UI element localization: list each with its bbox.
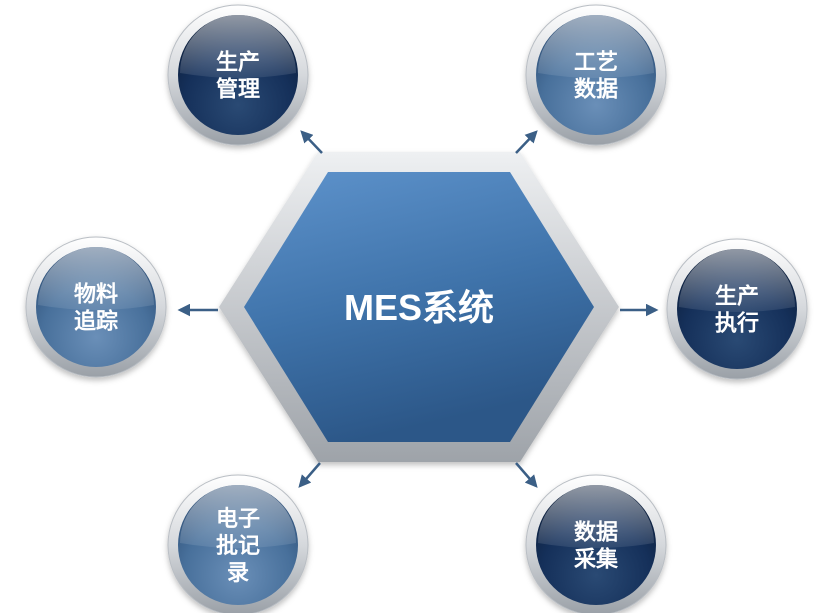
node-gloss xyxy=(180,485,296,548)
node-label-line: 执行 xyxy=(715,311,759,337)
node-gloss xyxy=(180,15,296,78)
node-label-line: 生产 xyxy=(715,285,759,310)
node-gloss xyxy=(679,249,795,312)
node-label-line: 管理 xyxy=(216,77,260,103)
center-label: MES系统 xyxy=(344,287,494,328)
node-label-line: 生产 xyxy=(216,51,260,76)
node-label-line: 数据 xyxy=(574,77,618,103)
node-gloss xyxy=(538,485,654,548)
node-gloss xyxy=(538,15,654,78)
node-label-line: 批记 xyxy=(216,534,260,559)
node-label-line: 采集 xyxy=(574,547,619,573)
arrow-to-electronic-batch-record xyxy=(298,462,321,488)
node-label-line: 追踪 xyxy=(74,309,118,335)
node-label-line: 录 xyxy=(227,561,249,586)
node-gloss xyxy=(38,247,154,310)
connector-arrows xyxy=(177,130,659,488)
node-label-line: 工艺 xyxy=(574,50,618,76)
arrow-to-data-collection xyxy=(515,462,538,488)
node-label-line: 物料 xyxy=(74,282,118,308)
arrow-to-process-data xyxy=(515,130,538,154)
arrow-to-production-management xyxy=(300,130,323,154)
node-label-line: 电子 xyxy=(216,507,260,532)
node-label-line: 数据 xyxy=(574,520,618,546)
hexagon-face xyxy=(244,172,594,442)
central-hexagon: MES系统 xyxy=(219,152,619,462)
